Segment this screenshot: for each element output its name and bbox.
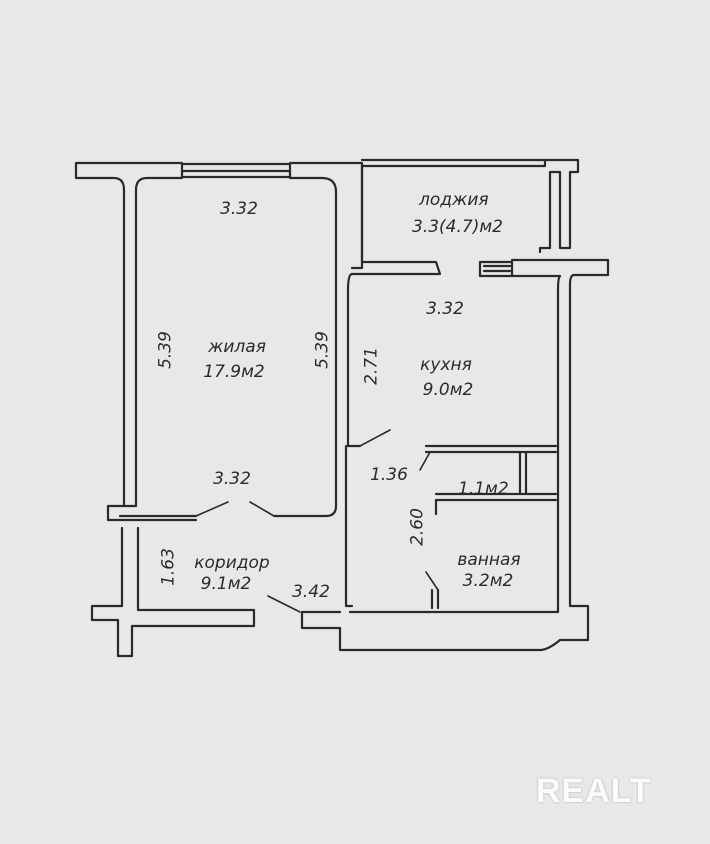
wc-area: 1.1м2	[458, 479, 509, 499]
dim-living-top: 3.32	[220, 199, 258, 219]
dim-corridor-left: 1.63	[158, 548, 179, 586]
corridor-area: 9.1м2	[200, 574, 252, 594]
kitchen-walls	[344, 272, 362, 532]
dim-living-left: 5.39	[155, 331, 176, 369]
kitchen-door	[359, 429, 391, 447]
entrance-door	[267, 595, 301, 613]
kitchen-name: кухня	[420, 355, 472, 375]
loggia-area: 3.3(4.7)м2	[412, 217, 503, 237]
dim-corridor-bottom: 3.42	[292, 582, 330, 602]
entrance-wall	[344, 528, 354, 608]
corridor-walls	[90, 526, 256, 658]
dim-bath-left: 2.60	[407, 508, 428, 546]
wc-door	[419, 451, 431, 471]
dim-kitchen-left: 2.71	[361, 347, 382, 385]
living-area: 17.9м2	[203, 362, 265, 382]
kitchen-area: 9.0м2	[422, 380, 474, 400]
realt-watermark: REALT	[536, 772, 652, 810]
living-bottom-wall	[118, 514, 198, 522]
bath-area: 3.2м2	[462, 571, 514, 591]
dim-kitchen-top: 3.32	[426, 299, 464, 319]
dim-kitchen-door: 1.36	[370, 465, 408, 485]
loggia-rail	[478, 260, 514, 278]
living-name: жилая	[208, 337, 266, 357]
living-room-walls	[74, 161, 184, 522]
living-door	[195, 501, 275, 517]
loggia-name: лоджия	[419, 190, 489, 210]
dim-living-bottom: 3.32	[213, 469, 251, 489]
east-wall	[300, 258, 610, 652]
bath-left-wall	[430, 588, 440, 610]
bath-door	[425, 571, 439, 591]
service-partitions	[424, 444, 558, 516]
loggia-walls	[350, 158, 580, 276]
dim-living-right: 5.39	[312, 331, 333, 369]
corridor-name: коридор	[194, 553, 270, 573]
living-window	[180, 162, 292, 179]
bath-name: ванная	[457, 550, 521, 570]
